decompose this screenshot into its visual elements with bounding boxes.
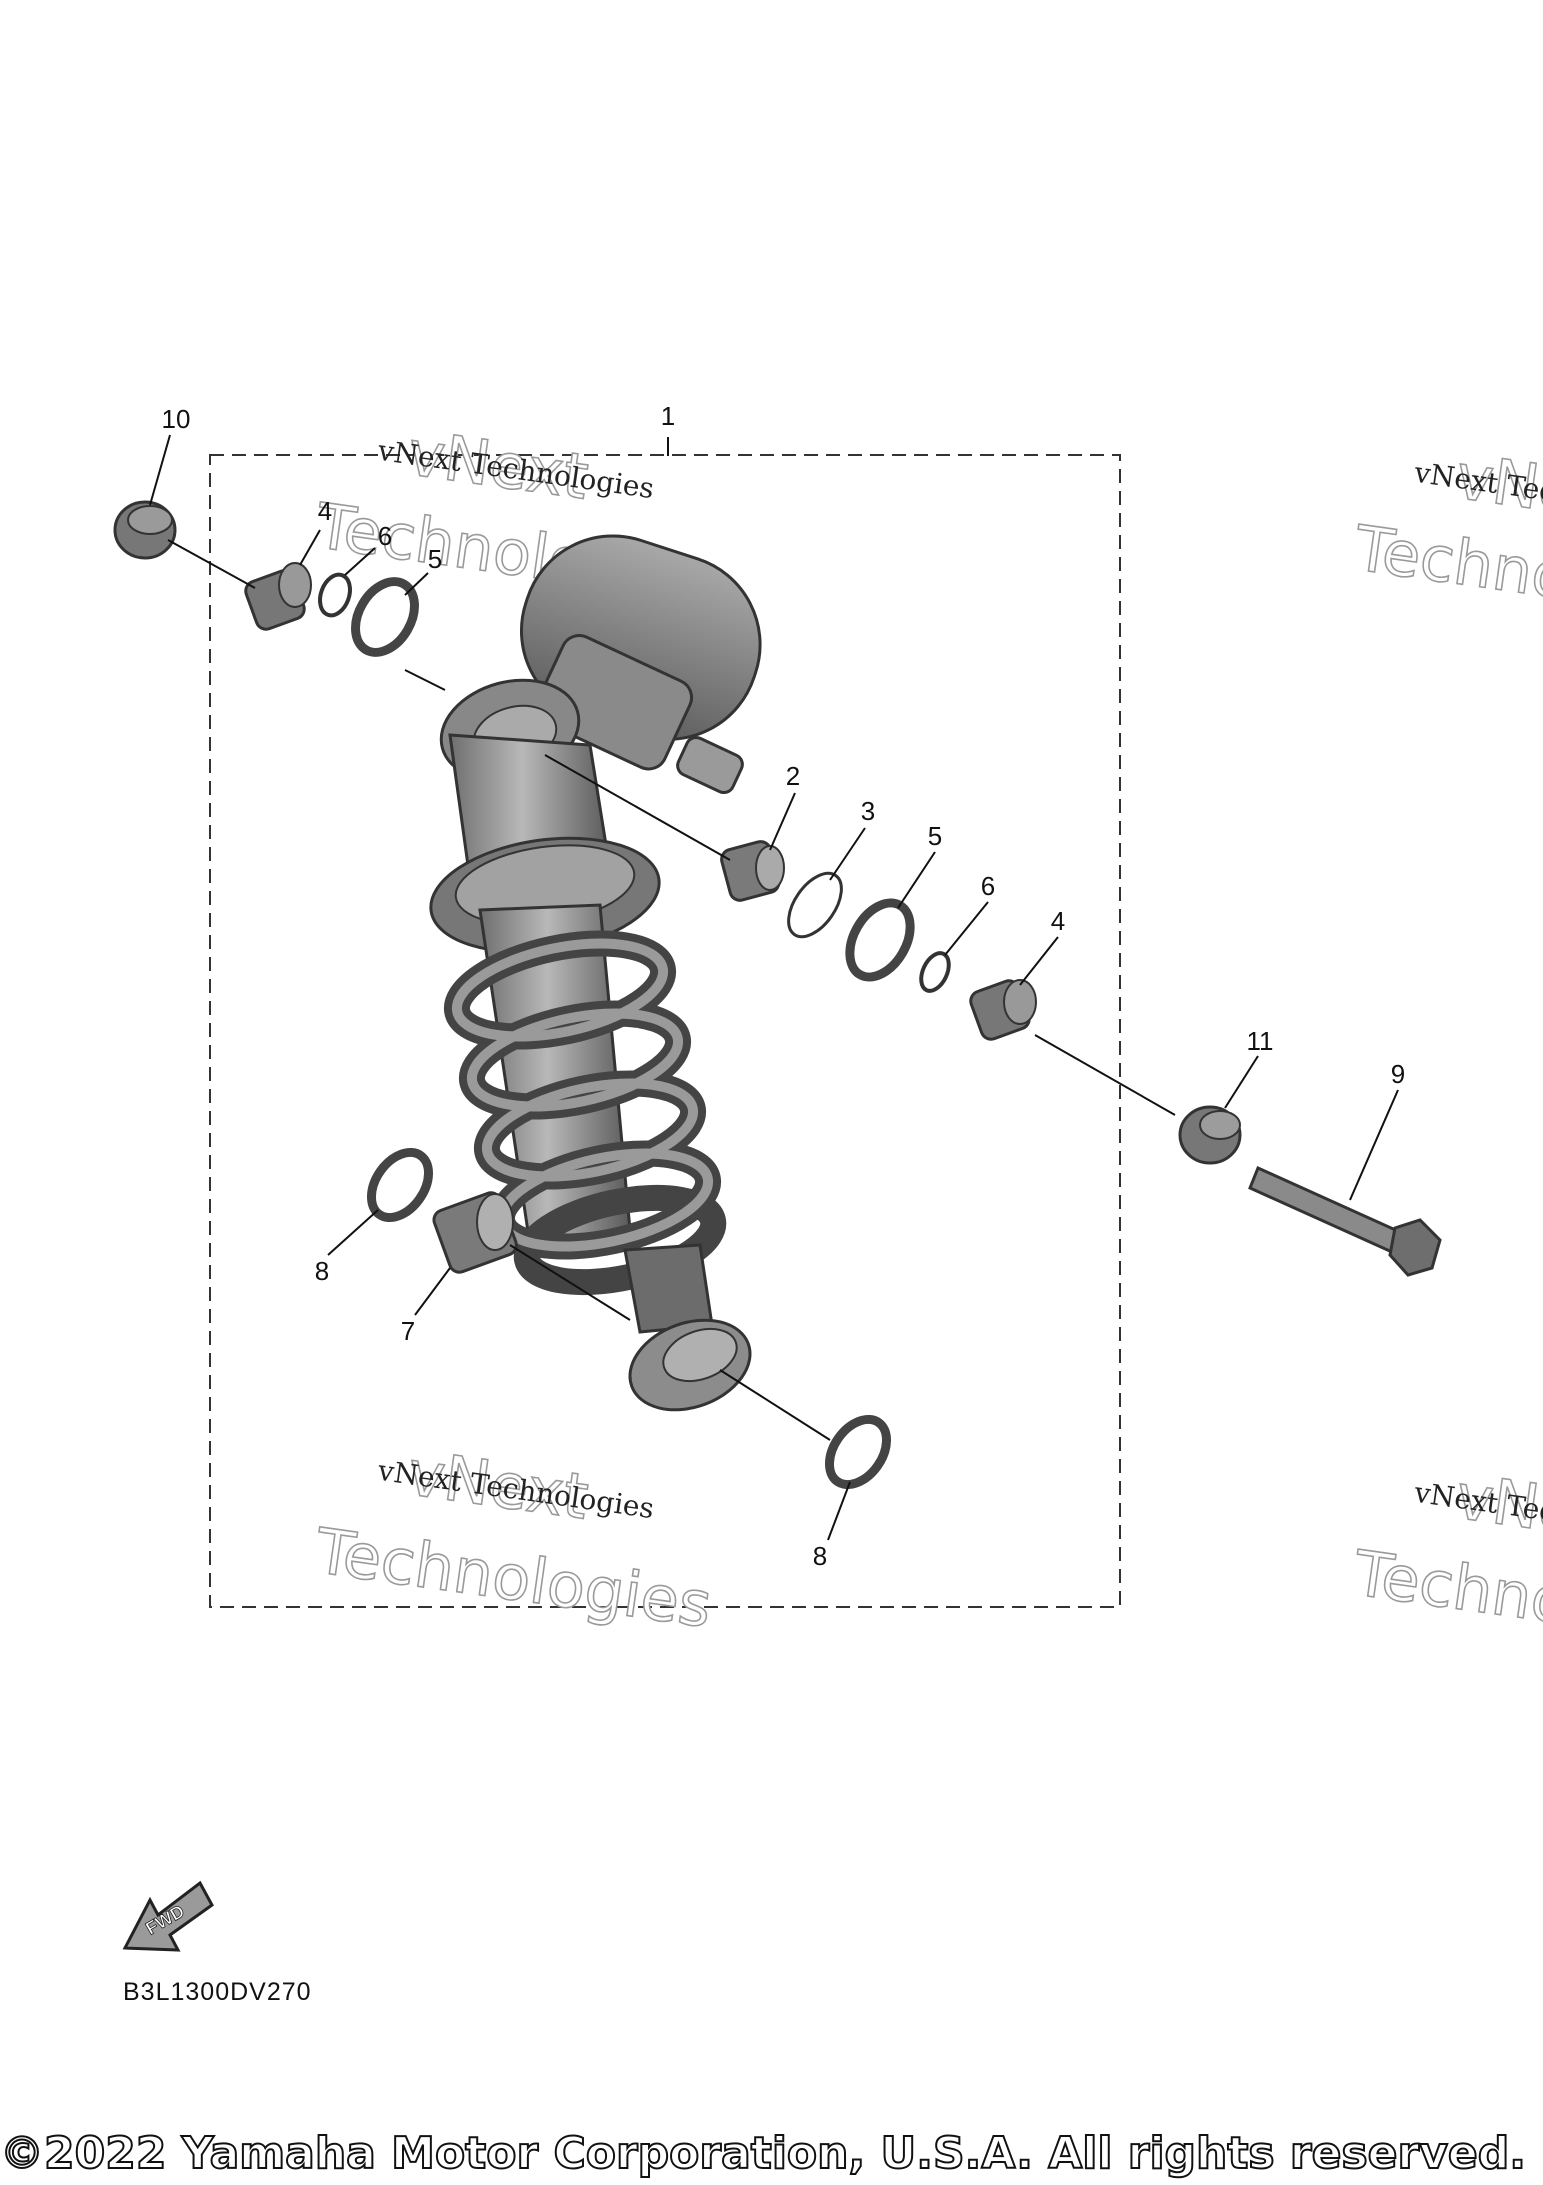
part-5-oil-seal-left bbox=[351, 577, 419, 657]
callout-1: 1 bbox=[661, 401, 675, 431]
part-6-circlip-right bbox=[919, 951, 951, 993]
center-lines bbox=[167, 539, 1176, 1441]
part-4-bushing-left bbox=[244, 562, 312, 631]
part-2-bearing bbox=[720, 840, 785, 902]
watermark-group-4: vNext Technologies vNext Technologies bbox=[1348, 1459, 1543, 1665]
callout-8-left: 8 bbox=[315, 1256, 329, 1286]
callout-10: 10 bbox=[162, 404, 191, 434]
fwd-arrow-icon: FWD bbox=[122, 1880, 214, 1952]
part-11-collar bbox=[1178, 1105, 1242, 1165]
watermark-big-text: Technologies bbox=[1349, 1536, 1543, 1664]
part-8-washer-right bbox=[824, 1414, 892, 1490]
watermark-big-text: vNext bbox=[1452, 440, 1543, 537]
part-8-washer-left bbox=[366, 1147, 434, 1223]
diagram-code: B3L1300DV270 bbox=[123, 1978, 312, 2006]
callout-4-right: 4 bbox=[1051, 906, 1065, 936]
callout-3: 3 bbox=[861, 796, 875, 826]
callout-6-left: 6 bbox=[378, 521, 392, 551]
watermark-group-3: vNext Technologies vNext Technologies bbox=[310, 1435, 717, 1642]
callout-7: 7 bbox=[401, 1316, 415, 1346]
part-7-needle-bearing bbox=[432, 1191, 518, 1274]
watermark-group-2: vNext Technologies vNext Technologies bbox=[1349, 439, 1543, 640]
callout-9: 9 bbox=[1391, 1059, 1405, 1089]
part-10-collar bbox=[113, 500, 177, 560]
leader-lines bbox=[149, 434, 1399, 1541]
callout-5-left: 5 bbox=[428, 544, 442, 574]
callout-4-left: 4 bbox=[318, 496, 332, 526]
part-3-circlip bbox=[787, 871, 843, 939]
watermark-big-text: Technologies bbox=[1350, 511, 1543, 639]
callout-11: 11 bbox=[1247, 1026, 1274, 1056]
part-4-bushing-right bbox=[969, 979, 1037, 1041]
part-6-circlip-left bbox=[318, 572, 352, 618]
rear-shock-absorber bbox=[429, 534, 762, 1412]
copyright-notice: ©2022 Yamaha Motor Corporation, U.S.A. A… bbox=[0, 2127, 1527, 2180]
part-9-bolt bbox=[1248, 1165, 1442, 1277]
callout-2: 2 bbox=[786, 761, 800, 791]
assembly-boundary bbox=[209, 454, 1121, 1608]
callout-5-right: 5 bbox=[928, 821, 942, 851]
callout-6-right: 6 bbox=[981, 871, 995, 901]
part-5-oil-seal-right bbox=[845, 898, 915, 982]
callout-8-right: 8 bbox=[813, 1541, 827, 1571]
watermark-big-text: Technologies bbox=[311, 1514, 717, 1642]
